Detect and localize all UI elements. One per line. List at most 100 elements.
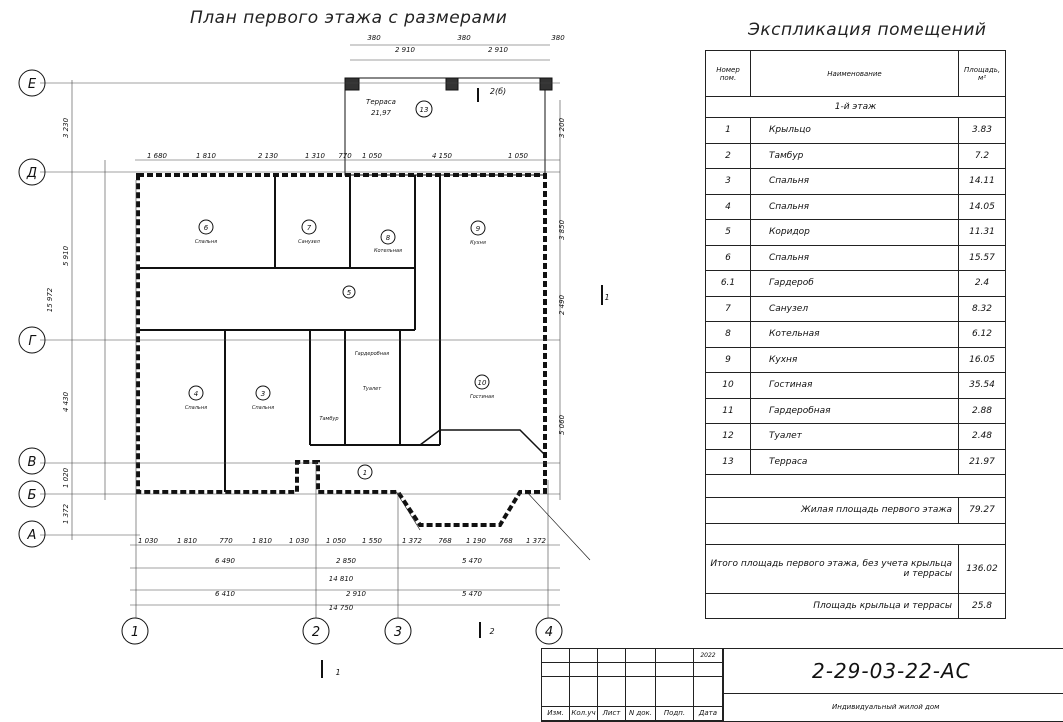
room-number: 10 [478, 379, 487, 387]
dimension-label: 3 200 [558, 117, 566, 138]
room-area-cell: 14.11 [958, 168, 1006, 195]
dimension-label: 1 190 [466, 537, 487, 545]
header-number: Номер пом. [705, 50, 751, 97]
outer-wall [136, 173, 547, 527]
project-name: Индивидуальный жилой дом [832, 703, 940, 711]
axis-label-row: Б [28, 488, 37, 503]
room-area-cell: 15.57 [958, 244, 1006, 271]
terrace-area: 21,97 [371, 109, 392, 117]
porch-area-value: 25.8 [958, 592, 1006, 619]
dimension-label: 1 050 [326, 537, 347, 545]
room-area-cell: 16.05 [958, 346, 1006, 373]
dimension-label: 14 810 [329, 575, 354, 583]
spacer-row [705, 522, 1006, 545]
dimension-label: 1 810 [196, 152, 217, 160]
dimension-label: 2 850 [336, 557, 357, 565]
dimension-label: 768 [499, 537, 513, 545]
dimension-label: 1 030 [289, 537, 310, 545]
dimension-label: 1 550 [362, 537, 383, 545]
room-name: Спальня [195, 239, 217, 245]
room-number-cell: 6.1 [705, 270, 751, 297]
summary-row: Площадь крыльца и террасы 25.8 [705, 592, 1006, 619]
floor-plan-drawing: Е Д Г В Б А 1 2 3 4 13 Терраса 21,97 6 С… [18, 34, 610, 678]
terrace-label: Терраса [366, 98, 396, 106]
section-number: 2 [489, 627, 494, 636]
summary-row: Жилая площадь первого этажа 79.27 [705, 497, 1006, 524]
dimension-label: 1 372 [402, 537, 423, 545]
stamp-col-label: Лист [598, 707, 626, 721]
room-area-cell: 6.12 [958, 321, 1006, 348]
room-number: 6 [204, 224, 209, 232]
axis-label-row: В [28, 455, 37, 470]
dimension-label: 380 [367, 34, 381, 42]
dimension-label: 1 810 [177, 537, 198, 545]
dimension-label: 14 750 [329, 604, 354, 612]
room-name-cell: Коридор [750, 219, 959, 246]
room-number-cell: 8 [705, 321, 751, 348]
room-name-cell: Котельная [750, 321, 959, 348]
dimension-label: 1 310 [305, 152, 326, 160]
stamp-col-label: Дата [694, 707, 723, 721]
room-name: Санузел [298, 239, 321, 245]
room-number-cell: 6 [705, 244, 751, 271]
room-area-cell: 7.2 [958, 142, 1006, 169]
room-name-cell: Гардеробная [750, 397, 959, 424]
room-area-cell: 2.4 [958, 270, 1006, 297]
header-area: Площадь, м² [958, 50, 1006, 97]
room-name-cell: Санузел [750, 295, 959, 322]
terrace-column [445, 77, 459, 91]
dimension-label: 380 [551, 34, 565, 42]
room-name-cell: Спальня [750, 168, 959, 195]
room-number: 9 [476, 225, 481, 233]
room-number: 1 [363, 469, 367, 477]
dimension-label: 770 [219, 537, 233, 545]
room-name: Гостиная [470, 394, 494, 400]
stamp-year: 2022 [694, 649, 723, 663]
dimension-label: 768 [438, 537, 452, 545]
section-number: 1 [335, 668, 340, 677]
room-number-cell: 11 [705, 397, 751, 424]
dimension-label: 4 150 [432, 152, 453, 160]
dimension-label: 2 910 [488, 46, 509, 54]
dimension-label: 2 130 [258, 152, 279, 160]
axis-label-col: 1 [131, 625, 139, 640]
dimension-label: 380 [457, 34, 471, 42]
explication-title: Экспликация помещений [748, 20, 987, 40]
room-area-cell: 21.97 [958, 448, 1006, 475]
stamp-col-label: N док. [626, 707, 656, 721]
room-number: 7 [307, 224, 312, 232]
section-number: 1 [604, 293, 609, 302]
total-area-label: Итого площадь первого этажа, без учета к… [705, 543, 959, 594]
axis-label-row: А [27, 528, 37, 543]
header-name: Наименование [750, 50, 959, 97]
stamp-col-label: Кол.уч [570, 707, 598, 721]
plan-title: План первого этажа с размерами [190, 8, 508, 28]
room-name: Гардеробная [355, 351, 389, 357]
terrace-column [539, 77, 553, 91]
room-number-cell: 2 [705, 142, 751, 169]
dimension-label: 1 372 [526, 537, 547, 545]
room-number-cell: 5 [705, 219, 751, 246]
room-name: Спальня [185, 405, 207, 411]
room-number-cell: 3 [705, 168, 751, 195]
dimension-label: 6 490 [215, 557, 236, 565]
room-area-cell: 14.05 [958, 193, 1006, 220]
dimension-label: 4 430 [62, 391, 70, 412]
room-name-cell: Туалет [750, 423, 959, 450]
dimension-label: 1 680 [147, 152, 168, 160]
room-name: Кухня [470, 240, 486, 246]
room-area-cell: 35.54 [958, 372, 1006, 399]
room-name: Туалет [363, 386, 382, 392]
dimension-label: 770 [338, 152, 352, 160]
dimension-label: 1 050 [508, 152, 529, 160]
room-name: Котельная [374, 248, 402, 254]
terrace-column [344, 77, 360, 91]
room-name-cell: Терраса [750, 448, 959, 475]
